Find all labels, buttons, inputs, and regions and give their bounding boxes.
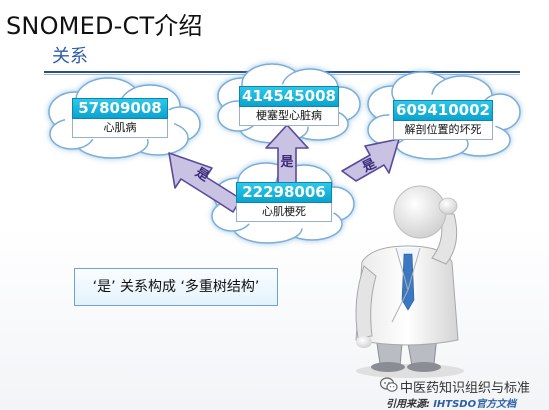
concept-node-infarct-heart-disease: 414545008 梗塞型心脏病 xyxy=(239,86,339,126)
concept-code: 57809008 xyxy=(72,98,168,119)
concept-label: 心肌病 xyxy=(72,119,168,138)
concept-label: 心肌梗死 xyxy=(236,203,332,222)
arrow-center xyxy=(265,124,309,184)
slide-title: SNOMED-CT介绍 xyxy=(6,12,203,40)
concept-code: 22298006 xyxy=(236,182,332,203)
slide-subtitle: 关系 xyxy=(52,46,88,67)
wechat-icon xyxy=(380,377,398,392)
concept-code: 414545008 xyxy=(239,86,339,107)
arrow-right xyxy=(341,138,400,182)
concept-label: 解剖位置的坏死 xyxy=(393,121,493,140)
concept-label: 梗塞型心脏病 xyxy=(239,107,339,126)
concept-node-cardiomyopathy: 57809008 心肌病 xyxy=(72,98,168,138)
watermark-account-name: 中医药知识组织与标准 xyxy=(400,381,531,396)
concept-node-myocardial-infarction: 22298006 心肌梗死 xyxy=(236,182,332,222)
concept-node-necrosis-anatomic-site: 609410002 解剖位置的坏死 xyxy=(393,100,493,140)
arrow-center-label: 是 xyxy=(279,155,294,170)
callout-box: ‘是’ 关系构成 ‘多重树结构’ xyxy=(74,268,278,306)
thinking-person-illustration xyxy=(355,185,464,378)
arrow-left xyxy=(168,152,242,213)
source-value: IHTSDO官方文档 xyxy=(433,399,517,410)
source-label: 引用来源: xyxy=(386,399,430,410)
source-credit: 引用来源: IHTSDO官方文档 xyxy=(386,395,516,410)
concept-code: 609410002 xyxy=(393,100,493,121)
